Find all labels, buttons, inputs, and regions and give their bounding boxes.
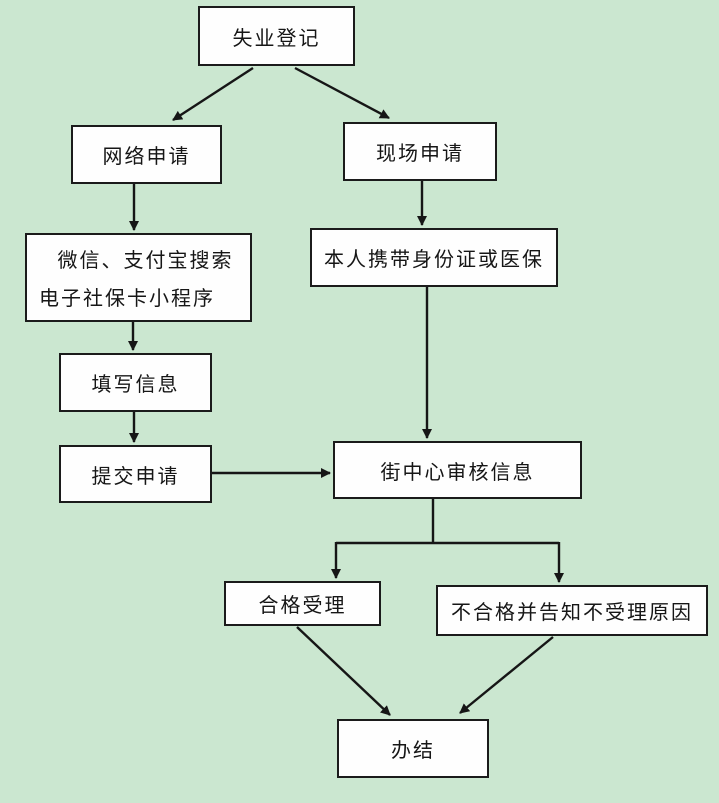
flow-node-label: 网络申请 bbox=[102, 146, 191, 168]
flow-node-wechat-alipay-search: 微信、支付宝搜索 电子社保卡小程序 bbox=[25, 233, 252, 322]
flow-node-unqualified-notify-reason: 不合格并告知不受理原因 bbox=[436, 585, 708, 636]
flow-node-label: 街中心审核信息 bbox=[380, 461, 535, 484]
flow-node-label: 合格受理 bbox=[258, 595, 347, 617]
flow-node-label: 本人携带身份证或医保 bbox=[324, 249, 544, 271]
flow-node-label: 不合格并告知不受理原因 bbox=[451, 602, 693, 624]
flow-node-label: 办结 bbox=[391, 740, 435, 762]
flow-node-label: 失业登记 bbox=[232, 27, 321, 50]
flow-node-unemployment-registration: 失业登记 bbox=[198, 6, 355, 66]
flow-node-online-application: 网络申请 bbox=[71, 125, 222, 184]
flow-node-fill-information: 填写信息 bbox=[59, 353, 212, 412]
flow-node-street-center-review: 街中心审核信息 bbox=[333, 441, 582, 499]
arrow-accept-done bbox=[296, 626, 391, 716]
flow-node-label: 现场申请 bbox=[376, 143, 464, 165]
arrow-reject-done bbox=[459, 636, 554, 714]
flow-node-label: 填写信息 bbox=[91, 374, 180, 396]
flow-node-label-line2: 电子社保卡小程序 bbox=[39, 288, 215, 310]
flow-node-onsite-application: 现场申请 bbox=[343, 122, 497, 181]
flow-node-label: 提交申请 bbox=[91, 465, 180, 488]
flow-node-completed: 办结 bbox=[337, 719, 489, 778]
flow-node-bring-id-or-medical-card: 本人携带身份证或医保 bbox=[310, 228, 558, 287]
flow-node-submit-application: 提交申请 bbox=[59, 445, 212, 503]
arrow-start-online bbox=[172, 66, 254, 122]
flow-node-qualified-accepted: 合格受理 bbox=[224, 581, 381, 626]
arrow-start-onsite bbox=[294, 66, 390, 120]
flow-node-label-line1: 微信、支付宝搜索 bbox=[57, 250, 234, 272]
